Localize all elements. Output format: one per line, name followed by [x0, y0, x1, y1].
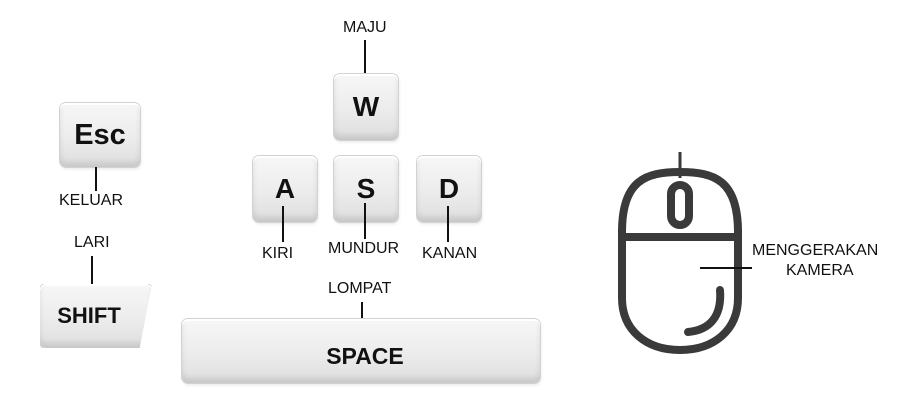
- w-key[interactable]: W: [334, 74, 398, 140]
- d-caption: KANAN: [422, 245, 478, 262]
- d-connector: [447, 206, 449, 242]
- esc-key[interactable]: Esc: [60, 103, 140, 167]
- esc-connector: [95, 167, 97, 191]
- w-caption: MAJU: [343, 19, 387, 36]
- space-key[interactable]: SPACE: [182, 319, 540, 383]
- s-connector: [364, 203, 366, 239]
- shift-connector: [91, 256, 93, 286]
- space-key-label: SPACE: [326, 342, 404, 369]
- mouse-caption-line2: KAMERA: [786, 262, 854, 279]
- d-key[interactable]: D: [417, 156, 481, 222]
- s-key[interactable]: S: [334, 156, 398, 222]
- mouse-scroll-wheel: [667, 181, 693, 229]
- s-key-label: S: [356, 173, 376, 204]
- shift-caption: LARI: [74, 234, 110, 251]
- shift-key-label: SHIFT: [57, 303, 121, 328]
- space-connector: [361, 302, 363, 332]
- a-caption: KIRI: [262, 245, 294, 262]
- w-connector: [364, 40, 366, 88]
- a-key-label: A: [274, 173, 296, 204]
- mouse-body-outline: [618, 168, 742, 354]
- mouse-caption-line1: MENGGERAKAN: [752, 242, 879, 259]
- s-caption: MUNDUR: [328, 240, 400, 257]
- esc-key-label: Esc: [74, 118, 126, 151]
- shift-key[interactable]: SHIFT: [40, 284, 152, 348]
- a-connector: [282, 206, 284, 242]
- space-caption: LOMPAT: [328, 280, 392, 297]
- w-key-label: W: [352, 91, 380, 122]
- d-key-label: D: [438, 173, 460, 204]
- mouse-highlight-curve: [684, 286, 725, 336]
- esc-caption: KELUAR: [59, 192, 124, 209]
- a-key[interactable]: A: [253, 156, 317, 222]
